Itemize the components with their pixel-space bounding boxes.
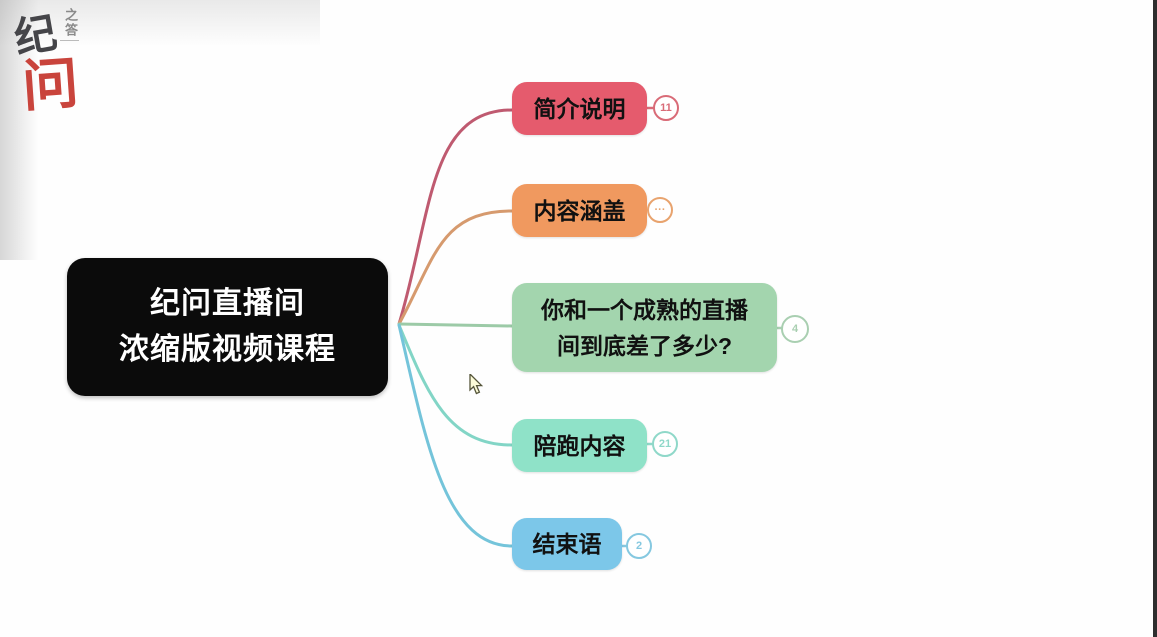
branch-node-intro[interactable]: 简介说明 bbox=[512, 82, 647, 135]
branch-node-gap-question[interactable]: 你和一个成熟的直播 间到底差了多少? bbox=[512, 283, 777, 372]
branch-badge-closing[interactable]: 2 bbox=[626, 533, 652, 559]
branch-node-content-coverage[interactable]: 内容涵盖 bbox=[512, 184, 647, 237]
connector-closing bbox=[397, 323, 514, 548]
branch-node-content-coverage-label: 内容涵盖 bbox=[533, 197, 626, 224]
root-node[interactable]: 纪问直播间 浓缩版视频课程 bbox=[67, 258, 388, 396]
branch-node-closing[interactable]: 结束语 bbox=[512, 518, 622, 570]
branch-badge-gap-question[interactable]: 4 bbox=[781, 315, 809, 343]
branch-node-companion-content[interactable]: 陪跑内容 bbox=[512, 419, 647, 472]
screen-right-edge bbox=[1153, 0, 1157, 637]
connector-companion-content bbox=[397, 323, 514, 447]
connector-gap-question bbox=[397, 322, 514, 328]
branch-node-companion-content-label: 陪跑内容 bbox=[533, 432, 626, 459]
brand-logo: 纪 之答 问 bbox=[8, 2, 88, 122]
connector-intro bbox=[397, 108, 514, 326]
root-node-label-line2: 浓缩版视频课程 bbox=[119, 333, 336, 366]
branch-node-closing-label: 结束语 bbox=[532, 531, 602, 557]
branch-node-intro-label: 简介说明 bbox=[533, 95, 626, 122]
connector-content-coverage bbox=[397, 209, 514, 326]
branch-badge-content-coverage[interactable]: ··· bbox=[647, 197, 673, 223]
root-node-label-line1: 纪问直播间 bbox=[150, 287, 305, 320]
branch-node-gap-question-label-line1: 你和一个成熟的直播 bbox=[541, 296, 748, 323]
branch-node-gap-question-label-line2: 间到底差了多少? bbox=[556, 332, 733, 359]
logo-seal-text: 之答 bbox=[60, 8, 79, 41]
branch-badge-companion-content[interactable]: 21 bbox=[652, 431, 678, 457]
branch-badge-intro[interactable]: 11 bbox=[653, 95, 679, 121]
